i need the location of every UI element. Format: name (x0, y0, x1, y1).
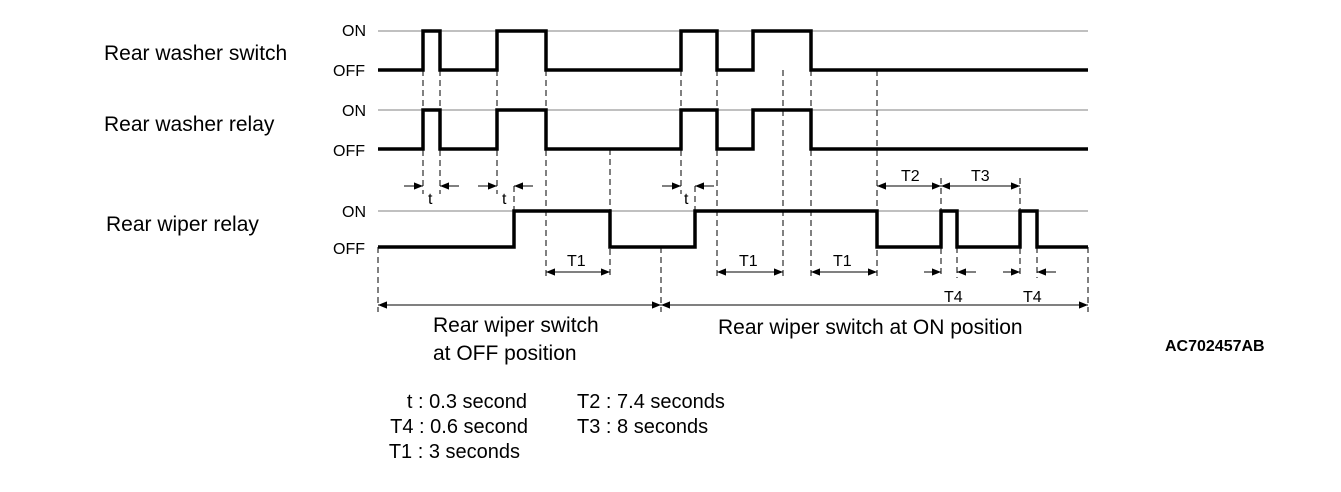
region-off-line1: Rear wiper switch (433, 314, 599, 337)
level-off-switch: OFF (333, 63, 365, 80)
legend-T1: T1 : 3 seconds (389, 441, 520, 463)
legend-T4: T4 : 0.6 second (390, 416, 528, 438)
label-rear-washer-relay: Rear washer relay (104, 113, 275, 136)
legend-T3: T3 : 8 seconds (577, 416, 708, 438)
interval-T1-3: T1 (811, 253, 877, 276)
level-on-switch: ON (342, 23, 366, 40)
interval-T1-1: T1 (546, 253, 610, 276)
legend-T2: T2 : 7.4 seconds (577, 391, 725, 413)
level-off-wiper-relay: OFF (333, 241, 365, 258)
label-T1-2: T1 (739, 253, 758, 270)
waveform-rear-washer-relay (378, 108, 1088, 151)
label-T3: T3 (971, 168, 990, 185)
level-on-wiper-relay: ON (342, 204, 366, 221)
label-T2: T2 (901, 168, 920, 185)
level-off-washer-relay: OFF (333, 143, 365, 160)
level-on-washer-relay: ON (342, 103, 366, 120)
interval-T3: T3 (941, 168, 1020, 190)
interval-T2: T2 (877, 168, 941, 190)
interval-T4-2: T4 (1003, 268, 1056, 306)
guide-lines (377, 70, 1089, 312)
label-T1-3: T1 (833, 253, 852, 270)
interval-T1-2: T1 (717, 253, 783, 276)
figure-code: AC702457AB (1165, 338, 1265, 355)
interval-T4-1: T4 (924, 268, 976, 306)
legend-t: t : 0.3 second (407, 391, 527, 413)
label-rear-wiper-relay: Rear wiper relay (106, 213, 259, 236)
legend: t : 0.3 second T4 : 0.6 second T1 : 3 se… (389, 391, 725, 463)
label-T1-1: T1 (567, 253, 586, 270)
waveform-rear-wiper-relay (378, 209, 1088, 249)
interval-t-3: t (662, 182, 714, 208)
interval-t-1: t (404, 182, 459, 208)
label-T4-1: T4 (944, 289, 963, 306)
region-off-line2: at OFF position (433, 342, 577, 365)
label-T4-2: T4 (1023, 289, 1042, 306)
label-t-3: t (684, 191, 689, 208)
interval-t-2: t (478, 182, 533, 208)
label-rear-washer-switch: Rear washer switch (104, 42, 287, 65)
waveform-rear-washer-switch (378, 29, 1088, 72)
region-on-label: Rear wiper switch at ON position (718, 316, 1023, 339)
label-t-2: t (502, 191, 507, 208)
label-t-1: t (428, 191, 433, 208)
